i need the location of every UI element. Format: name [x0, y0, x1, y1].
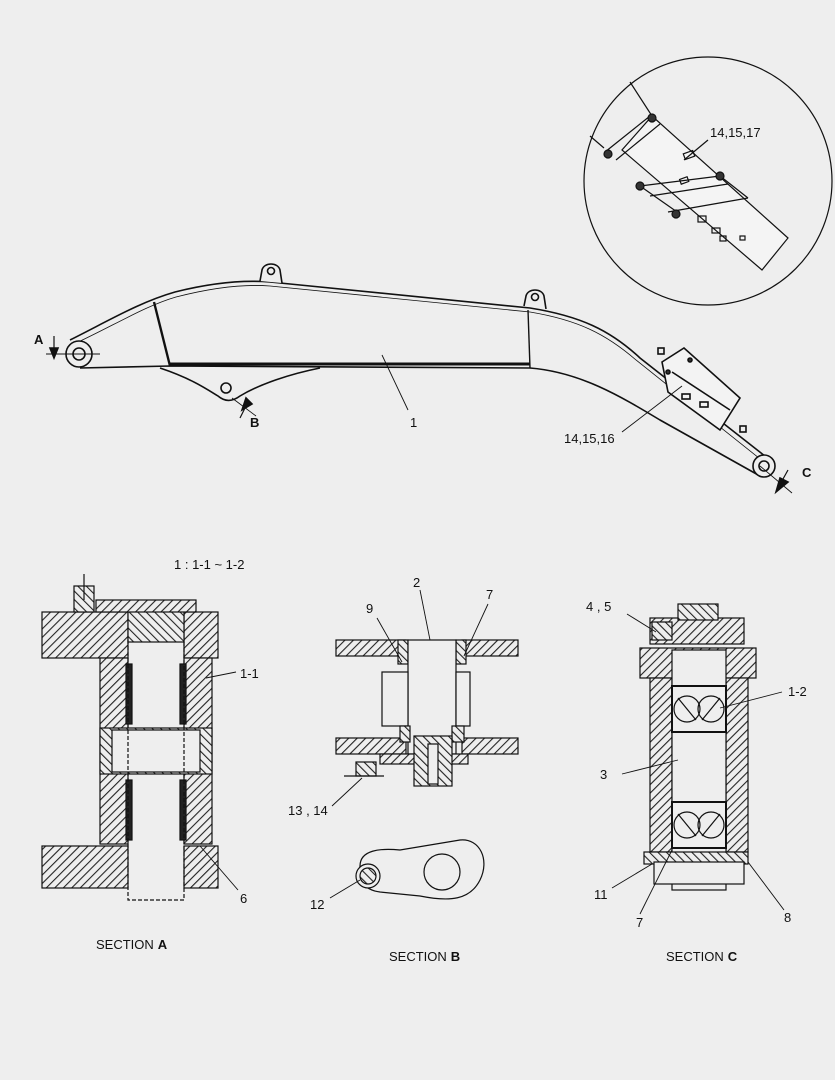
section-b-part-7: 7 — [486, 587, 494, 602]
leader-14-15-16 — [621, 385, 683, 433]
scale-note: 1 : 1-1 ~ 1-2 — [174, 557, 245, 572]
section-b-part-2: 2 — [413, 575, 421, 590]
section-a-part-1-1: 1-1 — [240, 666, 259, 681]
callout-bracket-parts: 14,15,16 — [564, 431, 615, 446]
section-c-part-7: 7 — [636, 915, 644, 930]
section-a-drawing — [41, 574, 239, 901]
leader-part-1 — [381, 354, 409, 411]
section-b-part-12: 12 — [310, 897, 325, 912]
view-arrow-c: C — [802, 465, 812, 480]
section-b-drawing — [329, 589, 519, 900]
view-arrow-a: A — [34, 332, 44, 347]
section-b-part-13-14: 13 , 14 — [288, 803, 328, 818]
section-c-part-8: 8 — [784, 910, 792, 925]
view-arrow-b: B — [250, 415, 260, 430]
boom-outline — [46, 263, 793, 495]
section-c-part-3: 3 — [600, 767, 608, 782]
section-a-part-6: 6 — [240, 891, 248, 906]
section-b-part-9: 9 — [366, 601, 374, 616]
tip-pin-boss — [752, 454, 776, 478]
section-c-part-4-5: 4 , 5 — [586, 599, 612, 614]
inset-bracket-plate — [621, 115, 789, 271]
section-c-drawing — [611, 603, 785, 915]
callout-inset-parts: 14,15,17 — [710, 125, 761, 140]
section-c-part-11: 11 — [594, 887, 608, 902]
callout-part-1: 1 — [410, 415, 418, 430]
section-c-part-1-2: 1-2 — [788, 684, 807, 699]
inset-detail — [583, 56, 833, 306]
tip-bracket — [661, 347, 742, 432]
